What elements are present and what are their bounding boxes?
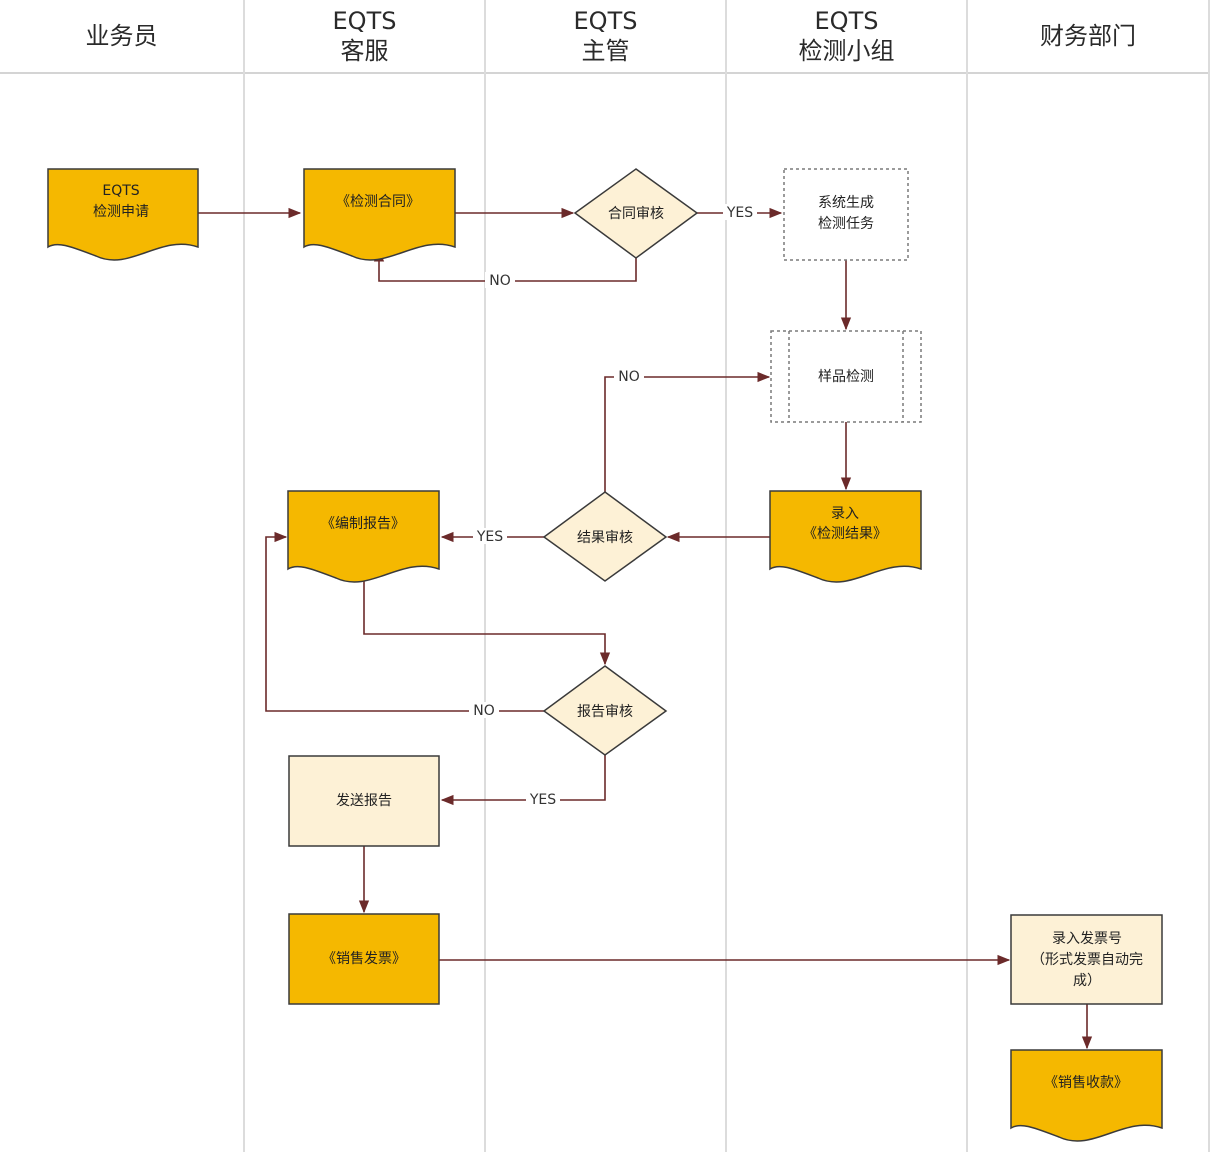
edge-label-yes: YES (476, 529, 503, 545)
node-label: 录入 (831, 506, 859, 522)
lane-title: EQTS (332, 7, 397, 35)
lane-subtitle: 主管 (581, 37, 630, 65)
node-label: 《编制报告》 (321, 516, 405, 532)
node-label: 《检测合同》 (336, 194, 420, 210)
arrow-report-review-yes (440, 755, 606, 806)
doc-compile-report: 《编制报告》 (287, 490, 440, 583)
edge-label-no: NO (489, 273, 511, 289)
process-generate-task: 系统生成 检测任务 (783, 168, 909, 261)
node-label: 录入发票号 (1052, 931, 1122, 947)
lane-header: EQTS 客服 (245, 0, 484, 74)
lane-salesperson: 业务员 (0, 0, 245, 1152)
node-label: 系统生成 (818, 195, 874, 211)
doc-test-application: EQTS 检测申请 (47, 168, 199, 261)
node-label: 报告审核 (577, 704, 633, 720)
lane-testing-team: EQTS 检测小组 (727, 0, 968, 1152)
node-label: 结果审核 (577, 530, 633, 546)
doc-enter-test-result: 录入 《检测结果》 (769, 490, 922, 583)
lane-subtitle: 客服 (340, 37, 389, 65)
edge-label-no: NO (618, 369, 640, 385)
lane-title: EQTS (573, 7, 638, 35)
lane-header: 业务员 (0, 0, 243, 74)
node-label: 《检测结果》 (803, 526, 887, 542)
node-label: （形式发票自动完 (1031, 952, 1143, 968)
node-label: 《销售收款》 (1044, 1075, 1128, 1091)
arrow-compile-to-review (363, 573, 611, 666)
node-label: 样品检测 (818, 369, 874, 385)
node-label: 《销售发票》 (322, 951, 406, 967)
decision-report-review: 报告审核 (542, 665, 668, 756)
lane-title: 业务员 (85, 22, 158, 50)
edge-label-yes: YES (726, 205, 753, 221)
node-label: EQTS (102, 183, 139, 199)
doc-test-contract: 《检测合同》 (303, 168, 456, 261)
process-enter-invoice-number: 录入发票号 （形式发票自动完 成） (1010, 914, 1163, 1005)
lane-header: 财务部门 (968, 0, 1208, 74)
edge-label-no: NO (473, 703, 495, 719)
node-label: 成） (1073, 973, 1101, 989)
arrow-report-review-no (265, 531, 544, 712)
lane-title: EQTS (814, 7, 879, 35)
node-label: 检测申请 (93, 204, 149, 220)
connectors (198, 207, 1093, 1050)
lane-customer-service: EQTS 客服 (245, 0, 486, 1152)
process-sample-test: 样品检测 (770, 330, 922, 423)
lane-header: EQTS 检测小组 (727, 0, 966, 74)
process-sales-invoice: 《销售发票》 (288, 913, 440, 1005)
arrow-result-review-no (604, 371, 771, 492)
decision-contract-review: 合同审核 (573, 168, 699, 259)
lane-title: 财务部门 (1040, 22, 1136, 50)
node-label: 合同审核 (608, 206, 664, 222)
decision-result-review: 结果审核 (542, 491, 668, 582)
lane-subtitle: 检测小组 (798, 37, 895, 65)
lane-supervisor: EQTS 主管 (486, 0, 727, 1152)
edge-label-yes: YES (529, 792, 556, 808)
lane-finance: 财务部门 (968, 0, 1210, 1152)
edge-labels: YES NO NO YES NO YES (469, 204, 757, 808)
process-send-report: 发送报告 (288, 755, 440, 847)
node-label: 检测任务 (818, 216, 874, 232)
node-label: 发送报告 (336, 793, 392, 809)
doc-sales-receipt: 《销售收款》 (1010, 1049, 1163, 1142)
lane-header: EQTS 主管 (486, 0, 725, 74)
